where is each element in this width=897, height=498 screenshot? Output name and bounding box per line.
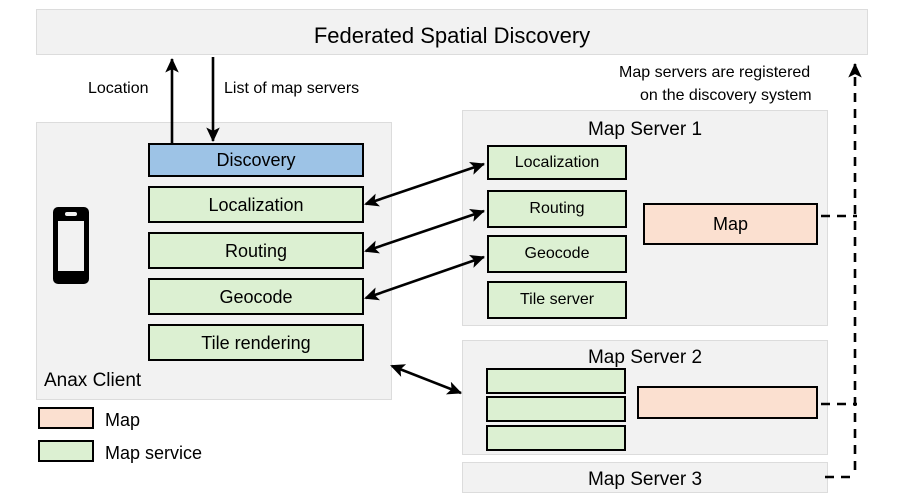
map-server-1-service-routing-label: Routing — [529, 200, 585, 217]
arrow-client-map-server-2-link — [390, 364, 462, 395]
map-server-2-map[interactable] — [637, 386, 818, 419]
map-server-2-title: Map Server 2 — [587, 347, 703, 368]
client-component-routing-label: Routing — [224, 240, 288, 261]
federated-spatial-discovery-banner — [36, 9, 868, 55]
legend-swatch-map — [38, 407, 94, 429]
client-component-routing[interactable]: Routing — [148, 232, 364, 269]
legend-label-map-service: Map service — [105, 443, 203, 463]
client-component-localization[interactable]: Localization — [148, 186, 364, 223]
map-server-1-service-geocode-label: Geocode — [524, 245, 590, 262]
edge-label-location: Location — [88, 80, 149, 97]
legend-swatch-map-service — [38, 440, 94, 462]
client-component-discovery[interactable]: Discovery — [148, 143, 364, 177]
map-server-2-service-2[interactable] — [486, 396, 626, 422]
client-component-localization-label: Localization — [208, 194, 304, 215]
map-server-1-service-tile-server-label: Tile server — [519, 291, 595, 308]
map-server-2-service-3[interactable] — [486, 425, 626, 451]
map-server-1-service-localization[interactable]: Localization — [487, 145, 627, 180]
smartphone-icon — [53, 207, 89, 284]
client-component-discovery-label: Discovery — [216, 150, 296, 170]
anax-client-label: Anax Client — [44, 370, 142, 391]
map-server-1-title: Map Server 1 — [587, 119, 703, 140]
edge-label-registration-line1: Map servers are registered — [619, 64, 811, 81]
client-component-tile-rendering-label: Tile rendering — [201, 332, 311, 353]
map-server-3-title: Map Server 3 — [587, 469, 703, 490]
client-component-geocode-label: Geocode — [219, 286, 293, 307]
edge-label-list-of-map-servers: List of map servers — [224, 80, 360, 97]
client-component-geocode[interactable]: Geocode — [148, 278, 364, 315]
legend-label-map: Map — [105, 410, 141, 430]
smartphone-speaker — [65, 212, 77, 216]
map-server-1-service-localization-label: Localization — [514, 153, 600, 171]
map-server-1-map-label: Map — [712, 214, 748, 234]
map-server-1-service-routing[interactable]: Routing — [487, 190, 627, 228]
map-server-3-panel — [462, 462, 828, 493]
map-server-2-service-1[interactable] — [486, 368, 626, 394]
edge-label-registration-line2: on the discovery system — [640, 87, 812, 104]
map-server-1-service-geocode[interactable]: Geocode — [487, 235, 627, 273]
client-component-tile-rendering[interactable]: Tile rendering — [148, 324, 364, 361]
banner-title: Federated Spatial Discovery — [313, 23, 591, 48]
map-server-1-service-tile-server[interactable]: Tile server — [487, 281, 627, 319]
smartphone-screen — [58, 221, 84, 271]
map-server-1-map[interactable]: Map — [643, 203, 818, 245]
